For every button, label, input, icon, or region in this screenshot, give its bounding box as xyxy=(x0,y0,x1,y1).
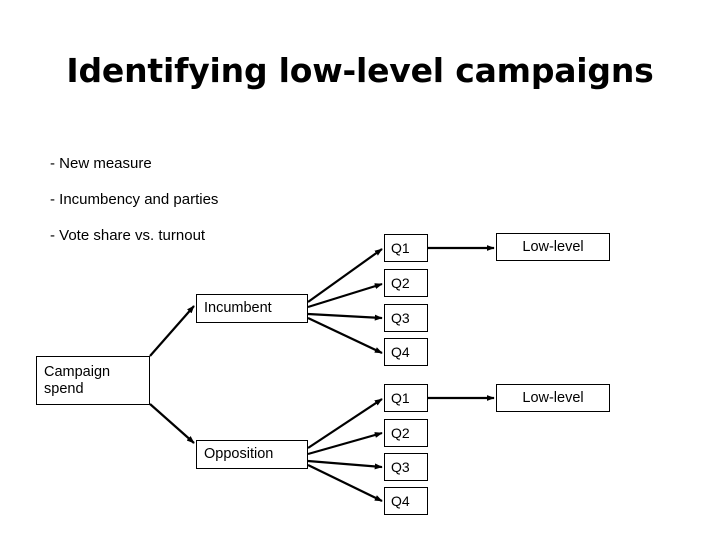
bullet-list: - New measure - Incumbency and parties -… xyxy=(50,155,380,263)
node-opposition-q4[interactable]: Q4 xyxy=(384,487,428,515)
node-incumbent-outcome-label: Low-level xyxy=(522,238,584,255)
node-incumbent-q1-label: Q1 xyxy=(391,239,410,256)
connector-opposition-to-q3 xyxy=(307,459,383,470)
node-incumbent-q2-label: Q2 xyxy=(391,274,410,291)
connector-incumbent-to-q4 xyxy=(307,317,383,354)
node-opposition-q2-label: Q2 xyxy=(391,424,410,441)
node-incumbent-q3[interactable]: Q3 xyxy=(384,304,428,332)
connector-incumbent-to-q1 xyxy=(307,248,383,303)
node-campaign-spend-label: Campaign spend xyxy=(44,363,111,397)
connector-incumbent-to-q2 xyxy=(307,282,383,309)
node-opposition-q1[interactable]: Q1 xyxy=(384,384,428,412)
connector-root-to-incumbent xyxy=(149,305,195,357)
node-opposition-q2[interactable]: Q2 xyxy=(384,419,428,447)
node-incumbent-q2[interactable]: Q2 xyxy=(384,269,428,297)
node-opposition-q1-label: Q1 xyxy=(391,389,410,406)
node-opposition-outcome-label: Low-level xyxy=(522,389,584,406)
node-opposition-label: Opposition xyxy=(204,446,274,462)
node-incumbent-q4-label: Q4 xyxy=(391,343,410,360)
node-opposition[interactable]: Opposition xyxy=(196,440,308,469)
node-opposition-q4-label: Q4 xyxy=(391,492,410,509)
connector-opposition-to-q2 xyxy=(307,431,383,456)
bullet-item-vote-share-vs-turnout: - Vote share vs. turnout xyxy=(50,227,206,244)
connector-opposition-to-q4 xyxy=(307,464,383,502)
connector-opposition-to-q1 xyxy=(307,398,383,449)
node-campaign-spend[interactable]: Campaign spend xyxy=(36,356,150,405)
node-incumbent[interactable]: Incumbent xyxy=(196,294,308,323)
node-incumbent-q3-label: Q3 xyxy=(391,309,410,326)
node-incumbent-q4[interactable]: Q4 xyxy=(384,338,428,366)
connector-incumbent-to-q3 xyxy=(307,312,383,321)
node-opposition-q3[interactable]: Q3 xyxy=(384,453,428,481)
node-opposition-outcome-low-level[interactable]: Low-level xyxy=(496,384,610,412)
node-incumbent-q1[interactable]: Q1 xyxy=(384,234,428,262)
page-title: Identifying low-level campaigns xyxy=(66,51,654,90)
bullet-item-new-measure: - New measure xyxy=(50,155,152,172)
connector-root-to-opposition xyxy=(149,403,195,444)
node-opposition-q3-label: Q3 xyxy=(391,458,410,475)
bullet-item-incumbency-and-parties: - Incumbency and parties xyxy=(50,191,219,208)
node-incumbent-outcome-low-level[interactable]: Low-level xyxy=(496,233,610,261)
node-incumbent-label: Incumbent xyxy=(204,300,272,316)
